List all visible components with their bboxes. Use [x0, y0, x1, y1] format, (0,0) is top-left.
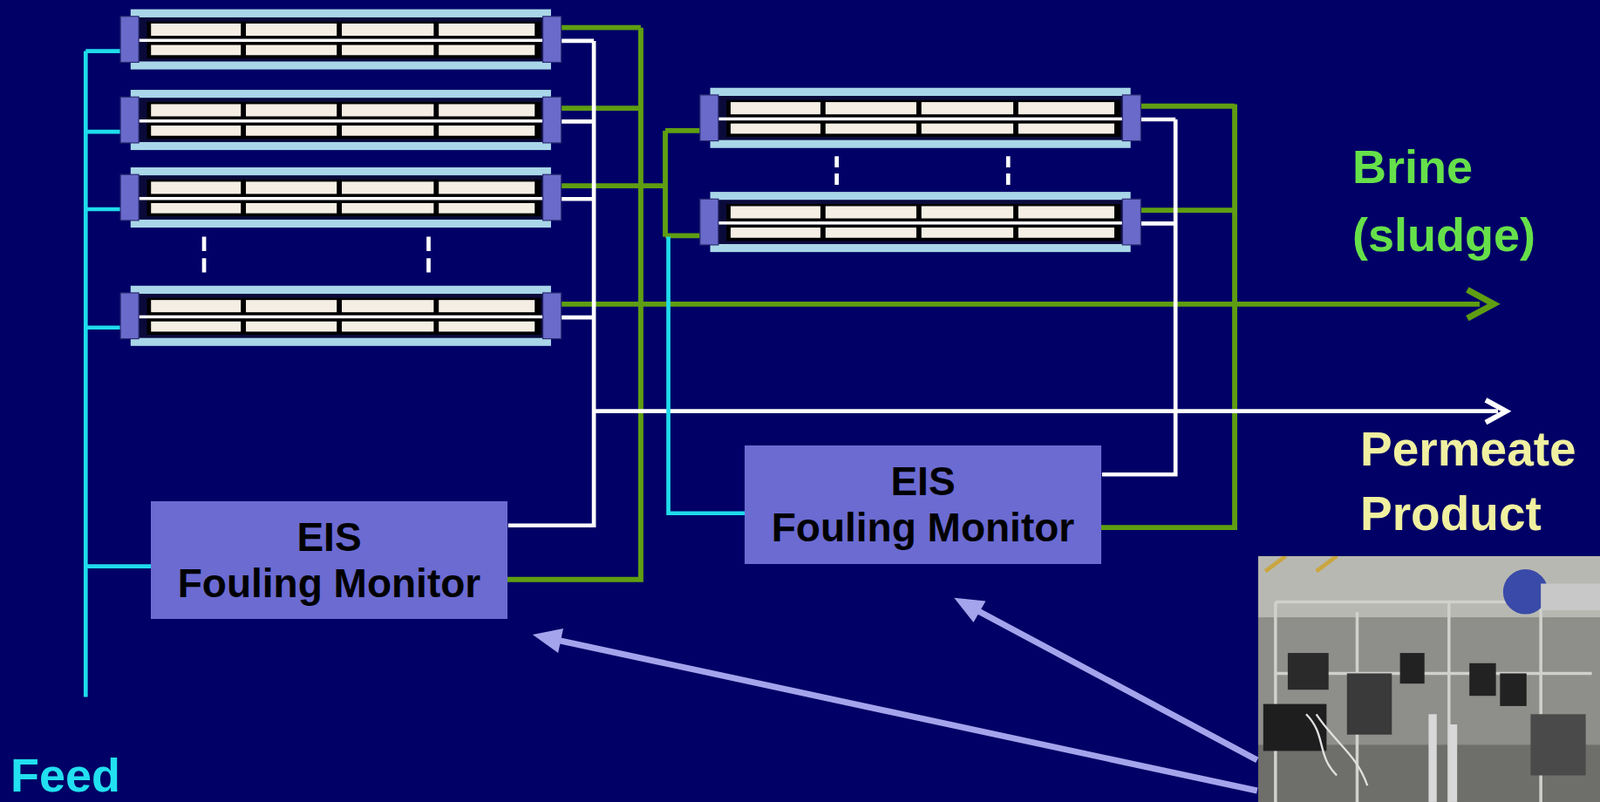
arrow-head	[1485, 400, 1506, 423]
permeate-pipe	[1102, 119, 1176, 475]
feed-pipe	[83, 51, 89, 698]
brine-pipe	[561, 183, 666, 189]
brine-piping	[507, 27, 1495, 580]
brine-pipe	[561, 105, 641, 111]
pointer-line	[978, 611, 1257, 761]
photo-instrument	[1287, 653, 1329, 690]
photo-panel	[1530, 714, 1586, 776]
permeate-pipe	[1140, 117, 1176, 123]
feed-pipe	[85, 207, 123, 212]
feed-pipe	[85, 48, 123, 54]
ellipsis-mark	[834, 156, 839, 185]
photo-frame	[1275, 597, 1593, 802]
permeate-label: Permeate Product	[1360, 416, 1598, 547]
brine-label: Brine (sludge)	[1352, 132, 1555, 270]
pointer-head	[953, 598, 986, 623]
continuation-marks	[204, 156, 1008, 274]
ellipsis-mark	[1006, 156, 1011, 185]
photo-ground	[1258, 556, 1600, 802]
photo-stripes	[1265, 556, 1337, 572]
monitor-box: EIS Fouling Monitor	[150, 501, 508, 620]
pressure-vessel	[120, 9, 562, 70]
photo-wall	[1258, 556, 1600, 618]
pressure-vessel	[120, 285, 562, 347]
feed-pipe	[85, 129, 123, 135]
brine-outlet	[561, 301, 1480, 307]
permeate-pipe	[561, 315, 594, 320]
pointer-head	[532, 628, 564, 654]
pressure-vessel	[120, 89, 562, 150]
brine-pipe	[1140, 207, 1235, 213]
box-text-holder: EIS Fouling Monitor	[167, 514, 492, 607]
photo-controller	[1499, 673, 1526, 706]
photo-instrument	[1347, 673, 1392, 735]
photo-pointers	[532, 598, 1258, 791]
brine-pipe	[662, 130, 668, 238]
brine-pipe	[561, 25, 641, 31]
pressure-vessel	[700, 88, 1142, 149]
box-text-holder: EIS Fouling Monitor	[761, 458, 1086, 552]
feed-label: Feed	[10, 751, 185, 799]
monitor-box: EIS Fouling Monitor	[744, 445, 1102, 565]
permeate-pipe	[1140, 221, 1176, 226]
brine-pipe	[1140, 103, 1235, 109]
photo-cables	[1306, 714, 1368, 786]
pointer-line	[559, 640, 1257, 791]
permeate-outlet	[593, 408, 1498, 414]
feed-piping	[85, 51, 745, 698]
box-text: EIS Fouling Monitor	[167, 514, 492, 607]
photo-tube	[1449, 724, 1458, 802]
brine-pipe	[1098, 103, 1235, 528]
installation-photo	[1258, 556, 1600, 802]
photo-instrument	[1263, 704, 1328, 752]
feed-pipe	[85, 325, 123, 330]
pressure-vessel	[700, 191, 1142, 252]
box-text: EIS Fouling Monitor	[761, 458, 1086, 552]
feed-pipe	[668, 237, 746, 514]
pressure-vessel	[120, 167, 562, 228]
photo-controller	[1469, 663, 1496, 696]
arrow-head	[1467, 289, 1494, 319]
photo-controller	[1400, 653, 1425, 684]
permeate-pipe	[561, 119, 594, 124]
ellipsis-mark	[426, 237, 431, 274]
ellipsis-mark	[202, 237, 207, 274]
photo-tube	[1428, 714, 1437, 802]
photo-pipe	[1540, 583, 1600, 610]
permeate-pipe	[561, 39, 594, 44]
feed-pipe	[85, 564, 151, 569]
permeate-pipe	[561, 197, 594, 202]
